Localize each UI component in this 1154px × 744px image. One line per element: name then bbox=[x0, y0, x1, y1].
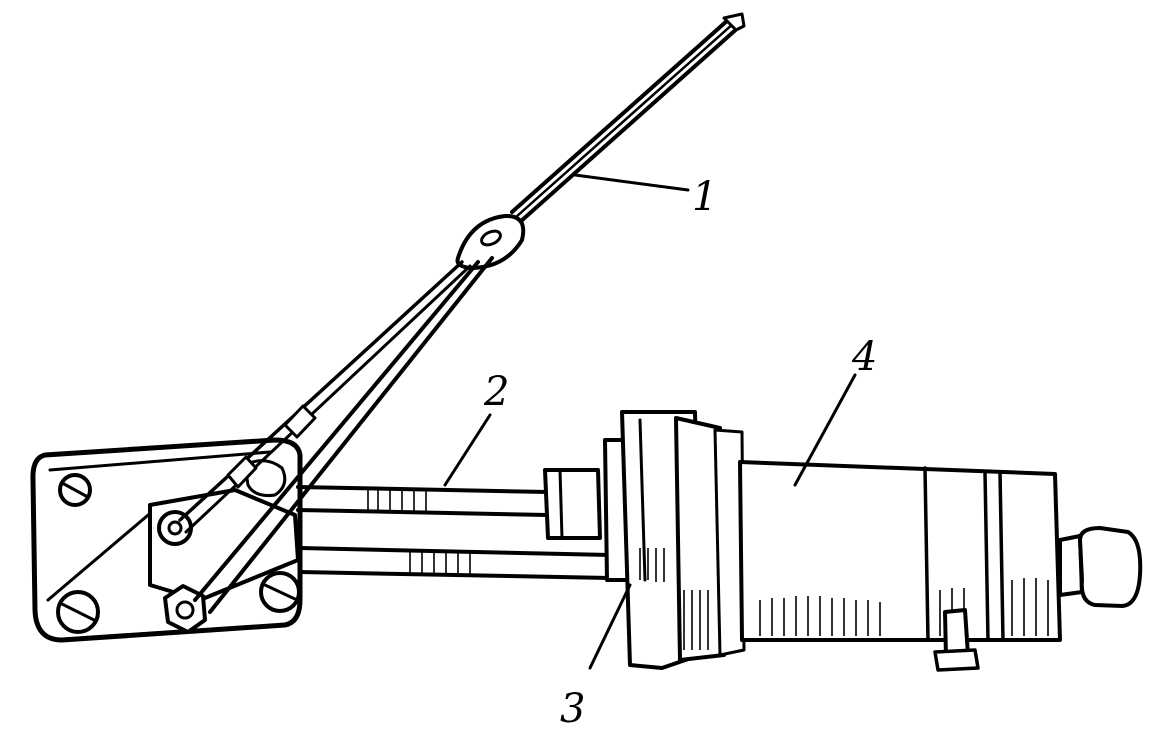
label-1: 1 bbox=[692, 174, 717, 220]
linkage-rod-icon bbox=[296, 468, 612, 580]
gearbox-flange-icon bbox=[603, 410, 746, 670]
leader-lines bbox=[443, 173, 857, 670]
screw-icon bbox=[259, 571, 301, 613]
pivot-upper-icon bbox=[157, 510, 193, 546]
label-2: 2 bbox=[483, 369, 509, 415]
screw-icon bbox=[56, 590, 100, 634]
wiper-arm-icon bbox=[178, 12, 746, 614]
motor-housing-icon bbox=[738, 460, 1143, 672]
label-3: 3 bbox=[560, 686, 585, 732]
screw-icon bbox=[58, 473, 92, 507]
mounting-plate-icon bbox=[30, 437, 303, 643]
label-4: 4 bbox=[851, 334, 877, 380]
